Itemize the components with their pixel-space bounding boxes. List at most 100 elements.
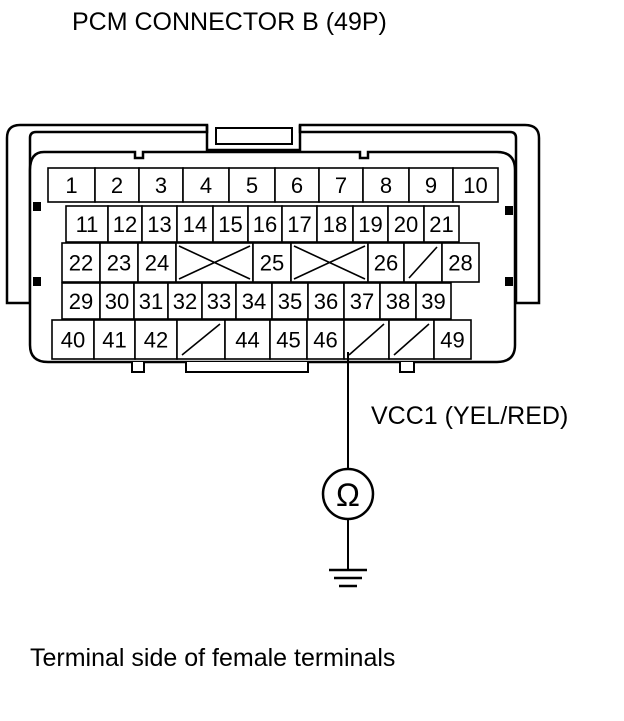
pin-cell-box xyxy=(134,319,178,360)
pin-cell-box xyxy=(141,205,178,243)
pin-cell: 19 xyxy=(352,205,389,243)
connector-bottom-tab-center xyxy=(185,362,309,373)
pin-cell: 41 xyxy=(93,319,136,360)
pin-cell: 3 xyxy=(138,167,184,203)
pin-cell-box xyxy=(212,205,249,243)
pin-cell: 11 xyxy=(65,205,109,243)
pin-number: 9 xyxy=(425,173,437,198)
pin-cell: 14 xyxy=(176,205,214,243)
blank-cavity-slash xyxy=(403,242,443,283)
pin-number: 34 xyxy=(242,289,266,314)
pin-number: 23 xyxy=(107,251,131,276)
pin-cell-box xyxy=(247,205,283,243)
pin-number: 13 xyxy=(147,212,171,237)
pin-number: 30 xyxy=(105,289,129,314)
pin-cell: 29 xyxy=(61,282,101,320)
pin-cell: 42 xyxy=(134,319,178,360)
pin-cell-box xyxy=(269,319,308,360)
pin-cell-box xyxy=(99,282,135,320)
diagram-caption: Terminal side of female terminals xyxy=(30,644,395,672)
pin-number: 24 xyxy=(145,251,169,276)
pin-cell: 34 xyxy=(235,282,273,320)
pin-cell: 17 xyxy=(281,205,318,243)
pin-number: 11 xyxy=(76,212,99,237)
blank-cavity-x xyxy=(175,242,254,283)
pin-cell-box xyxy=(61,242,101,283)
pin-cell: 35 xyxy=(271,282,309,320)
blank-cavity-slash xyxy=(176,319,226,360)
pin-cell-box xyxy=(307,282,345,320)
cross-line xyxy=(178,245,251,280)
pin-cell: 8 xyxy=(362,167,410,203)
pin-cell: 25 xyxy=(252,242,292,283)
pin-number: 45 xyxy=(276,328,300,353)
slash-line xyxy=(393,323,430,356)
pin-cell-box xyxy=(167,282,203,320)
pin-cell-box xyxy=(133,282,169,320)
ground-icon xyxy=(329,568,367,588)
pin-cell-box xyxy=(318,167,364,203)
pin-number: 17 xyxy=(287,212,311,237)
pin-cell: 45 xyxy=(269,319,308,360)
pin-cell: 26 xyxy=(367,242,405,283)
pin-cell-box xyxy=(362,167,410,203)
pin-number: 8 xyxy=(380,173,392,198)
pin-number: 38 xyxy=(386,289,410,314)
pin-number: 7 xyxy=(335,173,347,198)
connector-bottom-tab-right xyxy=(399,362,415,373)
diagram-title: PCM CONNECTOR B (49P) xyxy=(72,8,387,36)
pin-cell: 5 xyxy=(228,167,276,203)
pin-cell: 15 xyxy=(212,205,249,243)
pin-cell: 31 xyxy=(133,282,169,320)
pin-cell-box xyxy=(452,167,499,203)
pin-cell-box xyxy=(408,167,454,203)
pin-cell: 32 xyxy=(167,282,203,320)
blank-cavity-x xyxy=(290,242,369,283)
pin-cell: 1 xyxy=(47,167,96,203)
pin-cell: 13 xyxy=(141,205,178,243)
pin-number: 46 xyxy=(313,328,337,353)
pin-cell: 20 xyxy=(387,205,425,243)
pin-number: 22 xyxy=(69,251,93,276)
pin-cell: 30 xyxy=(99,282,135,320)
pin-cell-box xyxy=(51,319,95,360)
pin-number: 3 xyxy=(155,173,167,198)
pin-cell-box xyxy=(138,167,184,203)
pin-number: 15 xyxy=(218,212,242,237)
connector-key-right-bottom xyxy=(505,277,513,286)
pin-cell: 44 xyxy=(224,319,271,360)
pin-cell: 12 xyxy=(107,205,143,243)
pin-cell: 37 xyxy=(343,282,381,320)
pin-cell: 46 xyxy=(306,319,345,360)
pin-cell-box xyxy=(176,205,214,243)
pin-number: 21 xyxy=(429,212,453,237)
pin-cell: 22 xyxy=(61,242,101,283)
pin-number: 1 xyxy=(65,173,77,198)
pin-cell: 24 xyxy=(137,242,177,283)
pin-number: 33 xyxy=(207,289,231,314)
pin-cell-box xyxy=(423,205,460,243)
pin-number: 44 xyxy=(235,328,259,353)
pin-number: 19 xyxy=(358,212,382,237)
blank-cavity-slash xyxy=(343,319,390,360)
slash-line xyxy=(408,246,438,279)
pin-cell: 16 xyxy=(247,205,283,243)
pin-cell-box xyxy=(252,242,292,283)
pin-cell: 9 xyxy=(408,167,454,203)
slash-line xyxy=(181,323,221,356)
pin-number: 37 xyxy=(350,289,374,314)
pin-cell-box xyxy=(433,319,472,360)
pin-number: 29 xyxy=(69,289,93,314)
pin-cell-box xyxy=(235,282,273,320)
pin-number: 32 xyxy=(173,289,197,314)
pin-cell-box xyxy=(415,282,452,320)
pin-number: 16 xyxy=(253,212,277,237)
pin-cell-box xyxy=(274,167,320,203)
connector-key-left-bottom xyxy=(33,277,41,286)
blank-cavity-slash xyxy=(388,319,435,360)
pin-cell: 33 xyxy=(201,282,237,320)
pin-cell: 39 xyxy=(415,282,452,320)
pin-cell-box xyxy=(94,167,140,203)
